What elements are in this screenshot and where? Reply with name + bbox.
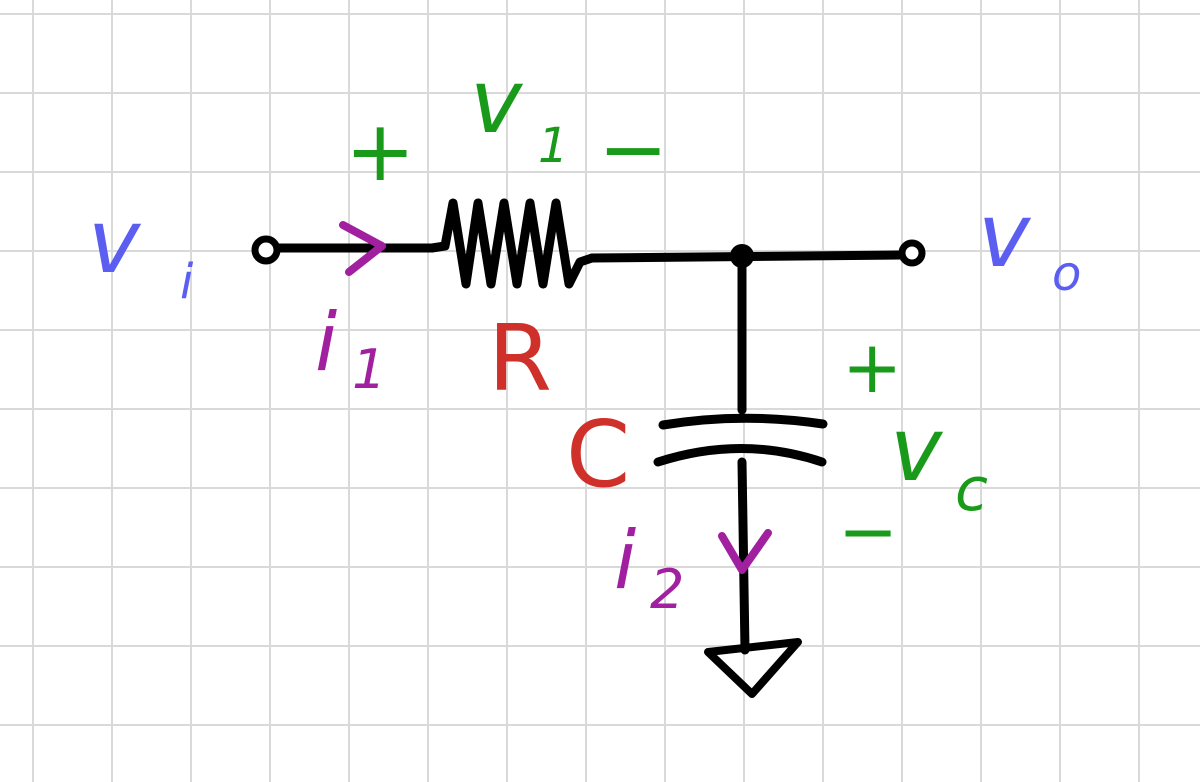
input-terminal — [251, 235, 281, 265]
current-arrow-i2 — [718, 529, 772, 574]
resistor-label: R — [488, 305, 552, 412]
output-terminal — [898, 239, 926, 267]
i1-subscript: 1 — [352, 338, 386, 401]
v1-label: v — [470, 50, 524, 153]
v1-minus-sign: − — [598, 100, 668, 198]
vc-minus-sign: − — [838, 489, 898, 573]
capacitor-bottom-plate — [653, 444, 827, 467]
vc-plus-sign: + — [842, 325, 902, 409]
i1-label: i — [315, 296, 337, 389]
vo-label: v — [978, 184, 1032, 287]
capacitor-label: C — [566, 401, 630, 508]
capacitor-bottom-wire — [737, 457, 750, 655]
vi-subscript: i — [180, 254, 194, 310]
i2-subscript: 2 — [650, 558, 684, 621]
current-arrow-i1 — [339, 221, 386, 276]
v1-subscript: 1 — [538, 118, 569, 174]
ground-symbol — [704, 638, 802, 698]
i2-label: i — [614, 514, 636, 607]
capacitor-top-plate — [658, 413, 828, 430]
junction-node — [730, 244, 754, 268]
vo-subscript: o — [1052, 246, 1081, 302]
vi-label: v — [88, 190, 142, 293]
vc-label: v — [890, 398, 944, 501]
v1-plus-sign: + — [345, 102, 415, 200]
resistor-symbol — [427, 198, 597, 289]
vc-subscript: c — [955, 455, 988, 525]
